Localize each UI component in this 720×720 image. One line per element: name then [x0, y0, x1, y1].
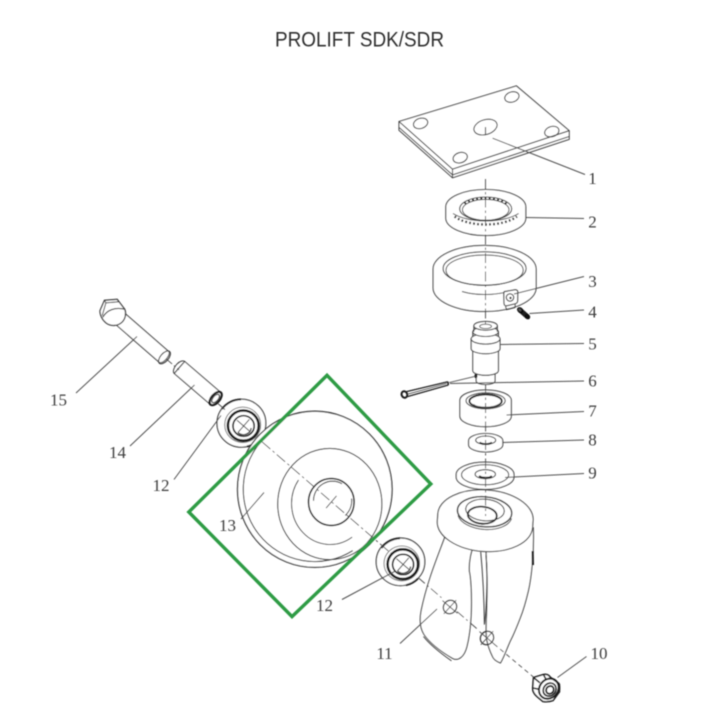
svg-text:1: 1 [588, 169, 597, 188]
svg-text:13: 13 [219, 516, 236, 535]
svg-text:9: 9 [588, 464, 597, 483]
svg-text:2: 2 [588, 213, 597, 232]
svg-text:11: 11 [376, 644, 392, 663]
svg-text:7: 7 [588, 402, 597, 421]
svg-text:12: 12 [316, 596, 333, 615]
svg-text:12: 12 [153, 476, 170, 495]
svg-text:15: 15 [50, 391, 67, 410]
svg-text:10: 10 [591, 644, 608, 663]
svg-text:3: 3 [588, 272, 597, 291]
svg-text:6: 6 [588, 372, 597, 391]
svg-text:PROLIFT SDK/SDR: PROLIFT SDK/SDR [275, 28, 444, 52]
svg-text:5: 5 [588, 335, 597, 354]
svg-text:14: 14 [109, 443, 127, 462]
svg-text:8: 8 [588, 431, 597, 450]
svg-text:4: 4 [588, 303, 597, 322]
